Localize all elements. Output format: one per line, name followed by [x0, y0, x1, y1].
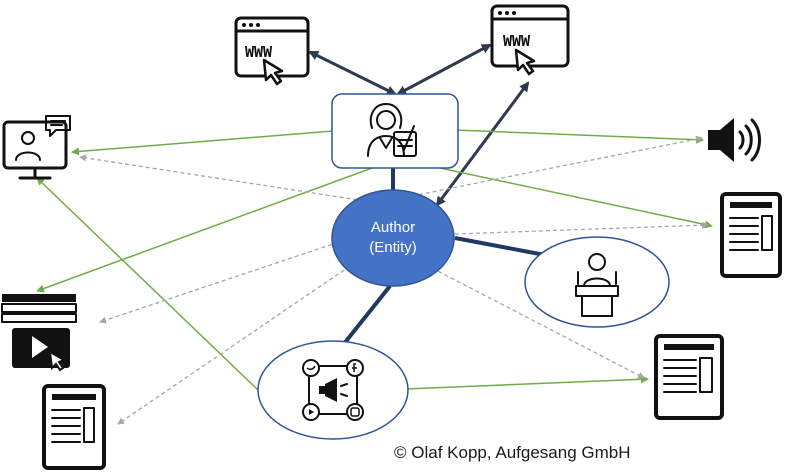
- speaker-podium-icon: [575, 253, 619, 317]
- arrow-author-to-www-right: [396, 43, 492, 96]
- document-icon: [720, 192, 782, 278]
- document-icon: [654, 334, 724, 420]
- arrow-author-to-www-left: [308, 50, 397, 96]
- social-media-icon: [302, 359, 364, 421]
- video-player-icon: [1, 294, 77, 372]
- connector-center-to-podium: [454, 236, 546, 257]
- www-label: WWW: [245, 43, 273, 61]
- author-writer-icon: [367, 103, 417, 157]
- green-social-to-video: [36, 177, 259, 391]
- dashed-center-to-doc-bottom: [431, 267, 645, 379]
- green-author-to-video: [71, 130, 334, 156]
- video-conference-icon: [2, 115, 71, 180]
- dashed-center-to-speaker: [411, 135, 703, 197]
- speaker-audio-icon: [708, 118, 761, 162]
- dashed-center-to-video: [79, 154, 379, 204]
- author-node: [331, 93, 459, 169]
- green-author-to-doc-right: [439, 167, 713, 229]
- document-icon: [42, 384, 106, 470]
- dashed-center-to-player: [99, 239, 346, 324]
- www-label: WWW: [503, 32, 531, 50]
- dashed-center-to-doc-left: [117, 265, 351, 425]
- website-www-icon: WWW: [234, 16, 310, 86]
- copyright-text: © Olaf Kopp, Aufgesang GmbH: [394, 443, 631, 462]
- dashed-center-to-doc-right: [454, 221, 709, 235]
- author-entity-node: Author (Entity): [331, 189, 455, 287]
- entity-label-line2: (Entity): [369, 239, 417, 256]
- connectors: [36, 43, 713, 425]
- social-media-node: [257, 340, 409, 440]
- entity-label-line1: Author: [371, 219, 415, 236]
- green-author-to-player: [36, 167, 373, 293]
- speaker-podium-node: [524, 236, 670, 328]
- arrow-center-to-www-right: [435, 81, 530, 207]
- green-social-to-doc-bottom: [404, 375, 649, 390]
- green-author-to-speaker: [454, 129, 704, 144]
- website-www-icon: WWW: [490, 4, 570, 76]
